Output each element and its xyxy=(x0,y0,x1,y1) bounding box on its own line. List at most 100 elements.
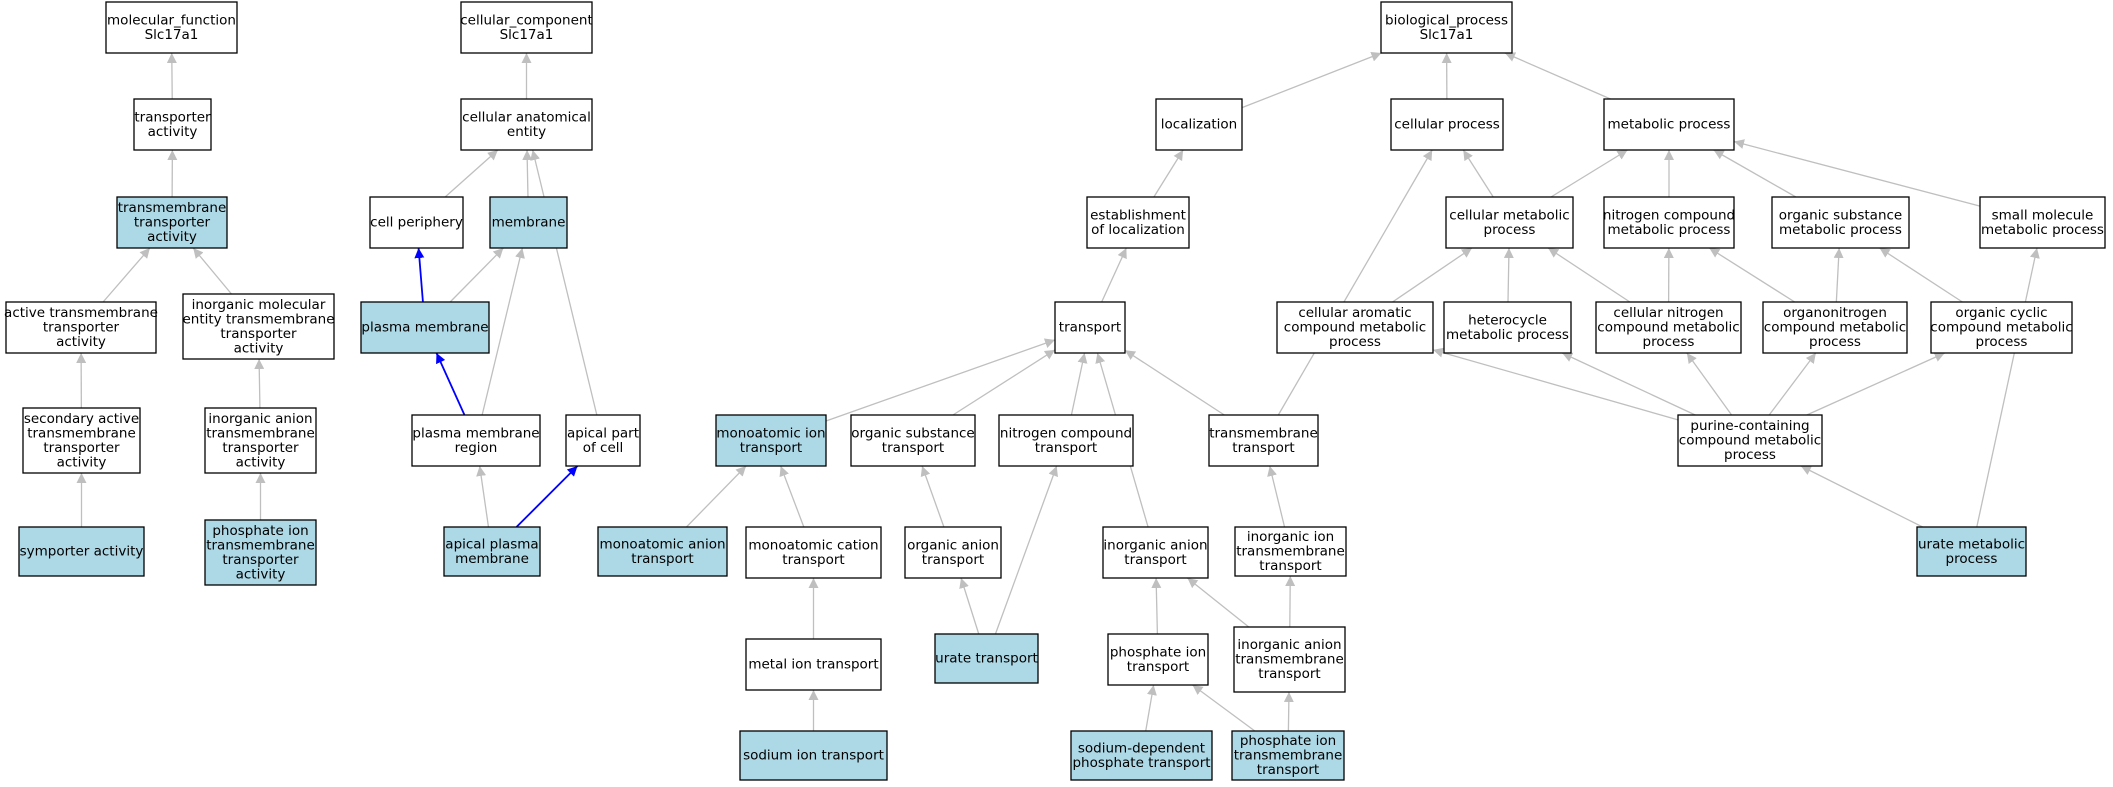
node-label: transport xyxy=(782,552,844,568)
edge-mem-to-cae xyxy=(522,149,533,198)
node-label: transmembrane xyxy=(206,425,315,441)
node-label: compound metabolic xyxy=(1930,320,2072,336)
node-label: of cell xyxy=(583,440,624,456)
node-label: inorganic anion xyxy=(1103,537,1207,553)
node-box xyxy=(745,526,882,579)
node-label: activity xyxy=(234,340,284,356)
node-label: transport xyxy=(1257,762,1319,778)
node-label: organic anion xyxy=(907,537,999,553)
node-box xyxy=(1771,196,1910,249)
node-label: symporter activity xyxy=(20,544,144,560)
node-label: cellular_component xyxy=(460,12,592,28)
node-box xyxy=(1234,526,1347,577)
node-label: purine-containing xyxy=(1690,418,1809,434)
edge-iatt-to-iat xyxy=(1187,577,1250,628)
node-box xyxy=(934,633,1039,684)
node-box xyxy=(715,414,827,467)
node-pitta: phosphate iontransmembranetransporteract… xyxy=(204,519,317,586)
node-label: transporter xyxy=(43,440,120,456)
node-label: transmembrane xyxy=(206,537,315,553)
node-box xyxy=(1677,414,1823,467)
node-sym: symporter activity xyxy=(18,526,145,577)
node-box xyxy=(1086,196,1190,249)
edge-imetta-to-tmta xyxy=(192,247,232,295)
node-box xyxy=(1603,98,1735,151)
node-label: cellular metabolic xyxy=(1449,207,1569,223)
node-label: process xyxy=(1329,334,1381,350)
edge-pccmp-to-hmp xyxy=(1561,352,1696,416)
node-label: monoatomic anion xyxy=(599,536,725,552)
edge-tr-to-eol xyxy=(1101,247,1127,303)
node-box xyxy=(1208,414,1319,467)
node-box xyxy=(1445,196,1574,249)
node-label: process xyxy=(1809,334,1861,350)
edge-pmr-to-pm xyxy=(435,352,466,416)
node-box xyxy=(1380,1,1513,54)
node-label: apical plasma xyxy=(445,536,538,552)
edge-pitt-to-pit xyxy=(1192,684,1256,732)
node-sit: sodium ion transport xyxy=(739,730,888,781)
node-box xyxy=(1979,196,2106,249)
node-box xyxy=(565,414,641,467)
node-label: cellular aromatic xyxy=(1298,305,1411,321)
edge-pccmp-to-oncmp xyxy=(1768,352,1817,416)
node-label: transport xyxy=(740,440,802,456)
edge-pccmp-to-cncmp xyxy=(1686,352,1733,416)
node-metp: metabolic process xyxy=(1603,98,1735,151)
node-label: transmembrane xyxy=(1234,748,1343,764)
edge-ost-to-tr xyxy=(952,349,1056,416)
node-label: compound metabolic xyxy=(1284,320,1426,336)
node-box xyxy=(1107,633,1209,686)
node-label: transport xyxy=(1059,320,1121,336)
node-label: entity xyxy=(507,124,546,140)
node-box xyxy=(998,414,1134,467)
node-box xyxy=(1762,301,1908,354)
node-label: organic cyclic xyxy=(1955,305,2047,321)
node-label: process xyxy=(1643,334,1695,350)
node-label: transporter xyxy=(222,440,299,456)
edge-pmr-to-mem xyxy=(481,247,525,416)
node-label: cellular nitrogen xyxy=(1613,305,1723,321)
node-loc: localization xyxy=(1155,98,1243,151)
node-label: transport xyxy=(882,440,944,456)
node-label: cellular anatomical xyxy=(462,109,591,125)
edge-sdpt-to-pit xyxy=(1145,684,1157,732)
edge-apc-to-cae xyxy=(530,149,598,416)
edge-mit-to-tr xyxy=(825,338,1056,422)
node-box xyxy=(1595,301,1742,354)
edge-apm-to-apc xyxy=(515,465,579,528)
node-box xyxy=(22,407,141,474)
node-label: metabolic process xyxy=(1608,222,1731,238)
node-label: sodium-dependent xyxy=(1078,740,1205,756)
edge-tmt-to-tr xyxy=(1124,349,1225,416)
node-label: Slc17a1 xyxy=(1420,27,1474,43)
node-label: activity xyxy=(56,334,106,350)
edge-pm-to-mem xyxy=(449,247,504,303)
node-label: transporter xyxy=(43,320,120,336)
node-label: transport xyxy=(1258,666,1320,682)
node-label: transport xyxy=(1259,558,1321,574)
node-label: transport xyxy=(1124,552,1186,568)
node-label: metabolic process xyxy=(1981,222,2104,238)
node-label: organic substance xyxy=(1779,207,1902,223)
node-label: transmembrane xyxy=(1209,425,1318,441)
node-label: Slc17a1 xyxy=(500,27,554,43)
edge-hmp-to-cmp xyxy=(1503,247,1514,303)
node-label: plasma membrane xyxy=(361,320,488,336)
